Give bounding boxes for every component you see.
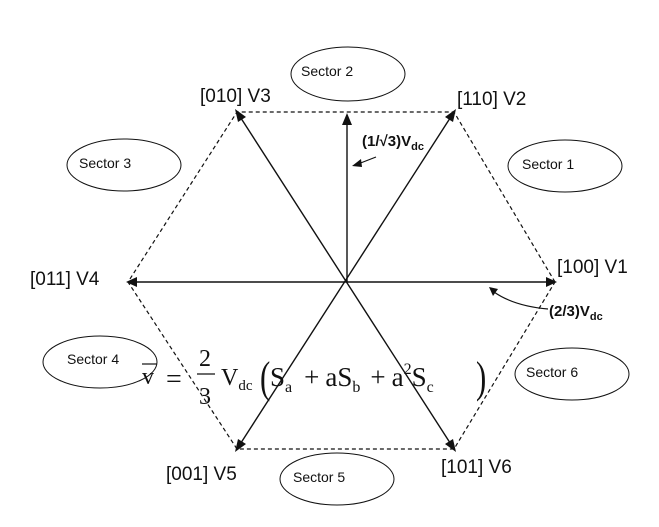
arrowhead-v4 — [126, 277, 137, 287]
arrowhead-v3 — [235, 109, 246, 122]
vertex-v6-label: [101] V6 — [441, 457, 512, 478]
magnitude-short-label: (1/√3)Vdc — [362, 133, 424, 153]
sector-6-ellipse — [514, 347, 630, 401]
sector-5-label: Sector 5 — [293, 469, 345, 485]
equation-equals: = — [166, 364, 182, 395]
sector-3-ellipse — [66, 138, 182, 192]
equation-v: V — [221, 365, 239, 391]
sector-4-label: Sector 4 — [67, 351, 119, 367]
equation-sa-sub: a — [285, 379, 292, 396]
arrowhead-v5 — [235, 439, 246, 452]
sector-1-label: Sector 1 — [522, 156, 574, 172]
equation-fraction-denominator: 3 — [199, 384, 211, 410]
equation-sb: S — [337, 362, 352, 392]
vertex-v1-label: [100] V1 — [557, 257, 628, 278]
equation-left-paren: ( — [260, 354, 270, 403]
equation-terms: Sa+aSb+a2Sc — [270, 361, 434, 396]
vertex-v4-label: [011] V4 — [30, 269, 100, 290]
vertex-v3-label: [010] V3 — [200, 86, 271, 107]
magnitude-long-sub: dc — [590, 311, 603, 323]
pointer-short-head — [352, 159, 362, 167]
equation-right-paren: ) — [476, 354, 486, 403]
vertex-v5-label: [001] V5 — [166, 464, 237, 485]
equation-a2: a — [392, 362, 404, 392]
pointer-long — [493, 291, 549, 310]
vertical-vector-arrowhead — [342, 113, 352, 125]
hexagon-outline — [127, 111, 556, 450]
magnitude-long-main: (2/3)V — [549, 303, 590, 320]
space-vector-equation: v = 2 3 Vdc ( Sa+aSb+a2Sc ) — [142, 346, 486, 410]
equation-fraction-numerator: 2 — [199, 346, 211, 372]
sector-3-label: Sector 3 — [79, 155, 131, 171]
pointer-long-head — [489, 287, 498, 296]
equation-a2-sup: 2 — [404, 361, 412, 378]
arrowhead-v1 — [546, 277, 557, 287]
magnitude-short-main: (1/√3)V — [362, 133, 411, 150]
arrowhead-v2 — [445, 109, 456, 122]
arrowhead-v6 — [445, 439, 456, 452]
sector-6-label: Sector 6 — [526, 364, 578, 380]
magnitude-short-sub: dc — [411, 141, 424, 153]
sector-4-ellipse — [42, 335, 158, 389]
equation-a1: a — [325, 362, 337, 392]
equation-lhs: v — [142, 364, 154, 390]
equation-sc: S — [412, 362, 427, 392]
equation-vdc: Vdc — [221, 365, 253, 394]
equation-plus-2: + — [370, 362, 385, 392]
equation-plus-1: + — [304, 362, 319, 392]
equation-sc-sub: c — [427, 379, 434, 396]
diagonal-v3-v6 — [236, 111, 455, 450]
equation-v-sub: dc — [238, 378, 253, 394]
sector-5-ellipse — [279, 452, 395, 506]
sector-1-ellipse — [507, 139, 623, 193]
sector-2-label: Sector 2 — [301, 63, 353, 79]
vertex-v2-label: [110] V2 — [457, 89, 526, 110]
equation-sb-sub: b — [352, 379, 360, 396]
sector-2-ellipse — [290, 46, 406, 102]
magnitude-long-label: (2/3)Vdc — [549, 303, 603, 323]
equation-sa: S — [270, 362, 285, 392]
